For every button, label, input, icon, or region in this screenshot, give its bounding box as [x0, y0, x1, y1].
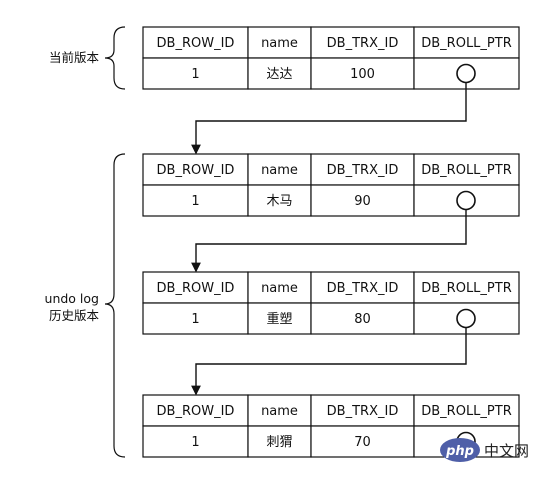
undo-log-brace	[104, 153, 126, 458]
header-label: DB_ROLL_PTR	[421, 281, 512, 296]
value-cell	[247, 302, 312, 335]
record-version-table: DB_ROW_ID name DB_TRX_ID DB_ROLL_PTR 1 刺猬 70	[142, 394, 520, 458]
record-version-table: DB_ROW_ID name DB_TRX_ID DB_ROLL_PTR 1 达达 100	[142, 26, 520, 90]
trx-id-value: 90	[354, 194, 371, 209]
header-label: DB_ROW_ID	[157, 404, 235, 419]
roll-pointer-arrow	[191, 209, 467, 273]
header-label: DB_TRX_ID	[327, 404, 399, 419]
php-logo-text: php	[445, 444, 474, 459]
php-logo	[440, 438, 480, 462]
name-value: 达达	[266, 67, 292, 82]
undo-log-label: undo log	[45, 291, 99, 306]
roll-pointer-arrow	[191, 327, 467, 396]
header-cell	[142, 26, 249, 59]
header-label: name	[261, 36, 298, 51]
row-id-value: 1	[191, 67, 199, 82]
value-cell	[310, 57, 415, 90]
watermark-suffix: 中文网	[484, 442, 529, 460]
header-label: name	[261, 163, 298, 178]
name-value: 刺猬	[266, 435, 292, 450]
trx-id-value: 80	[354, 312, 371, 327]
value-cell	[142, 184, 249, 217]
roll-pointer-circle	[456, 308, 476, 329]
header-label: name	[261, 281, 298, 296]
header-label: DB_ROLL_PTR	[421, 404, 512, 419]
header-cell	[142, 271, 249, 304]
record-version-table: DB_ROW_ID name DB_TRX_ID DB_ROLL_PTR 1 木马 90	[142, 153, 520, 217]
header-label: DB_TRX_ID	[327, 281, 399, 296]
header-cell	[413, 394, 520, 427]
trx-id-value: 100	[350, 67, 375, 82]
header-label: DB_ROLL_PTR	[421, 163, 512, 178]
value-cell	[247, 184, 312, 217]
row-id-value: 1	[191, 312, 199, 327]
row-id-value: 1	[191, 194, 199, 209]
roll-pointer-arrow	[191, 82, 467, 155]
trx-id-value: 70	[354, 435, 371, 450]
header-cell	[413, 271, 520, 304]
header-label: DB_TRX_ID	[327, 36, 399, 51]
current-version-label: 当前版本	[49, 50, 100, 65]
header-label: DB_ROW_ID	[157, 36, 235, 51]
header-label: DB_ROW_ID	[157, 281, 235, 296]
record-version-table: DB_ROW_ID name DB_TRX_ID DB_ROLL_PTR 1 重塑 80	[142, 271, 520, 335]
roll-pointer-arrows	[191, 82, 467, 396]
header-label: DB_TRX_ID	[327, 163, 399, 178]
header-cell	[247, 271, 312, 304]
value-cell	[247, 425, 312, 458]
header-cell	[413, 153, 520, 186]
value-cell	[310, 425, 415, 458]
value-cell	[142, 302, 249, 335]
name-value: 木马	[266, 194, 292, 209]
header-cell	[310, 271, 415, 304]
value-cell	[310, 302, 415, 335]
history-version-label: 历史版本	[49, 308, 100, 323]
value-cell	[142, 57, 249, 90]
php-cn-watermark: php 中文网	[440, 438, 529, 462]
row-id-value: 1	[191, 435, 199, 450]
header-label: DB_ROLL_PTR	[421, 36, 512, 51]
current-version-brace	[104, 26, 126, 90]
header-cell	[413, 26, 520, 59]
header-cell	[247, 26, 312, 59]
header-label: DB_ROW_ID	[157, 163, 235, 178]
roll-pointer-circle	[456, 63, 476, 84]
name-value: 重塑	[266, 311, 292, 327]
value-cell	[247, 57, 312, 90]
header-cell	[247, 153, 312, 186]
header-label: name	[261, 404, 298, 419]
roll-pointer-circle	[456, 190, 476, 211]
